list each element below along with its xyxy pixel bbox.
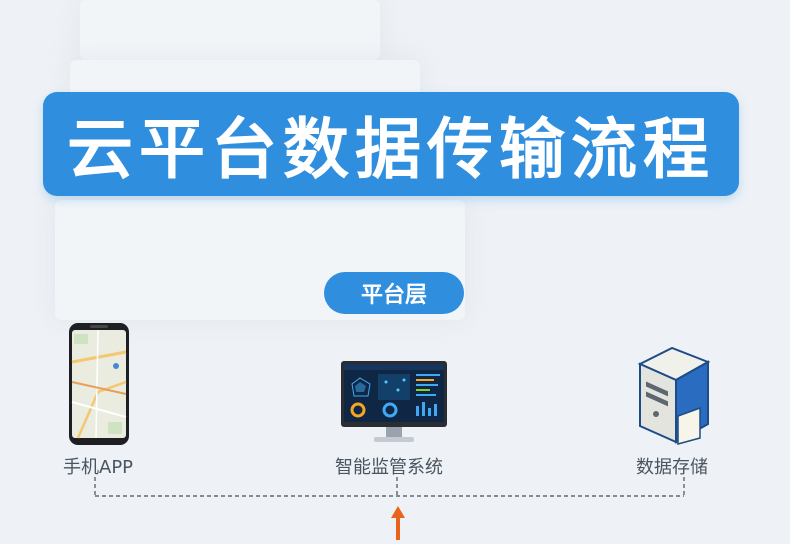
title-banner: 云平台数据传输流程 <box>43 92 739 196</box>
background-panel-top <box>80 0 380 60</box>
phone-map-icon <box>69 323 129 445</box>
node-label-data-storage: 数据存储 <box>636 457 708 478</box>
layer-label: 平台层 <box>360 283 427 308</box>
server-icon <box>637 346 711 445</box>
page-title: 云平台数据传输流程 <box>67 111 715 188</box>
layer-badge: 平台层 <box>324 272 464 314</box>
upload-arrow-icon <box>391 506 405 540</box>
node-label-smart-monitoring: 智能监管系统 <box>335 457 443 478</box>
node-label-phone-app: 手机APP <box>63 457 134 478</box>
monitor-dashboard-icon <box>341 361 447 442</box>
